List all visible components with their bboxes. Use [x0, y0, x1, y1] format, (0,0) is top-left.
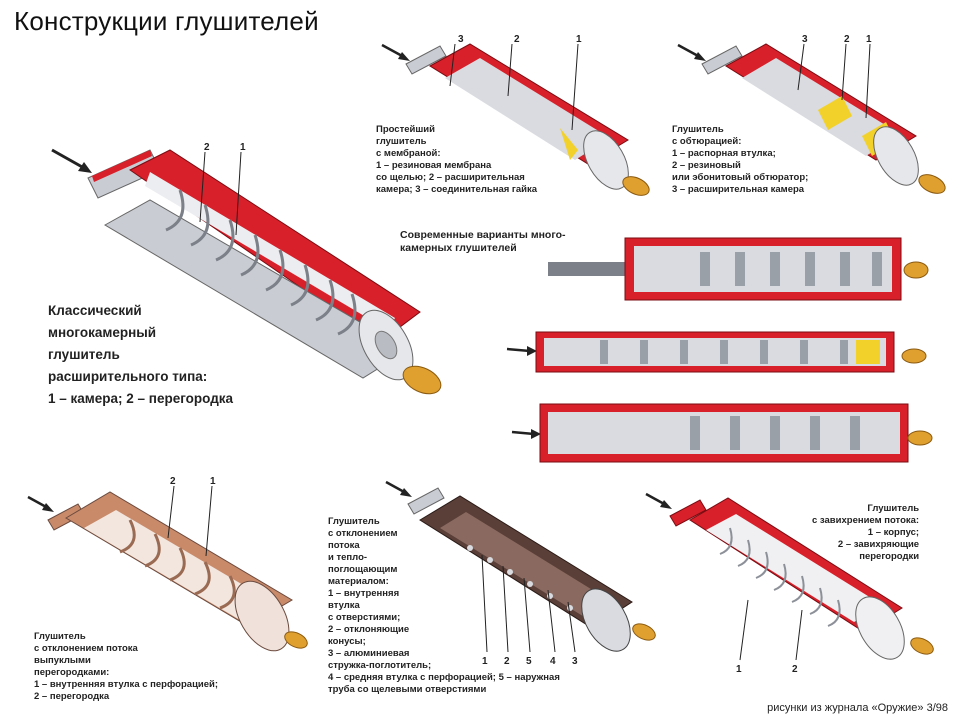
bullet-icon — [907, 430, 933, 446]
convex-callout-1: 1 — [210, 476, 216, 487]
obturator-callout-1: 1 — [866, 34, 872, 45]
gas-arrow-icon — [677, 43, 706, 61]
bullet-icon — [402, 365, 442, 395]
classic-caption: Классический многокамерный глушитель рас… — [48, 303, 234, 406]
absorb-callout-4: 4 — [550, 656, 556, 667]
gas-arrow-icon — [381, 43, 410, 61]
gas-arrow-icon — [27, 495, 54, 512]
gas-arrow-icon — [51, 148, 92, 173]
bullet-icon — [910, 637, 934, 655]
membrane-callout-2: 2 — [514, 34, 520, 45]
bullet-icon — [903, 261, 929, 279]
classic-baffles — [165, 189, 357, 336]
modern-variant-2 — [506, 331, 927, 373]
modern-variant-3 — [511, 403, 933, 463]
classic-callout-1: 1 — [240, 142, 246, 153]
modern-caption: Современные варианты много-камерных глуш… — [400, 229, 566, 254]
page-title: Конструкции глушителей — [14, 6, 319, 36]
modern-variant-1 — [548, 237, 929, 301]
gas-arrow-icon — [645, 492, 672, 509]
gas-arrow-icon — [385, 480, 412, 497]
bullet-icon — [632, 623, 656, 641]
bullet-icon — [622, 176, 650, 196]
bullet-icon — [284, 631, 308, 649]
membrane-callout-1: 1 — [576, 34, 582, 45]
absorb-callout-2: 2 — [504, 656, 510, 667]
obturator-callout-2: 2 — [844, 34, 850, 45]
absorb-callout-5: 5 — [526, 656, 532, 667]
absorb-callout-3: 3 — [572, 656, 578, 667]
gas-arrow-icon — [511, 429, 541, 439]
gas-arrow-icon — [506, 346, 537, 356]
bullet-icon — [901, 348, 927, 364]
source-credit: рисунки из журнала «Оружие» 3/98 — [767, 702, 948, 714]
classic-callout-2: 2 — [204, 142, 210, 153]
bullet-icon — [918, 174, 946, 194]
swirl-callout-1: 1 — [736, 664, 742, 675]
swirl-callout-2: 2 — [792, 664, 798, 675]
membrane-callout-3: 3 — [458, 34, 464, 45]
absorb-callout-1: 1 — [482, 656, 488, 667]
convex-callout-2: 2 — [170, 476, 176, 487]
obturator-callout-3: 3 — [802, 34, 808, 45]
